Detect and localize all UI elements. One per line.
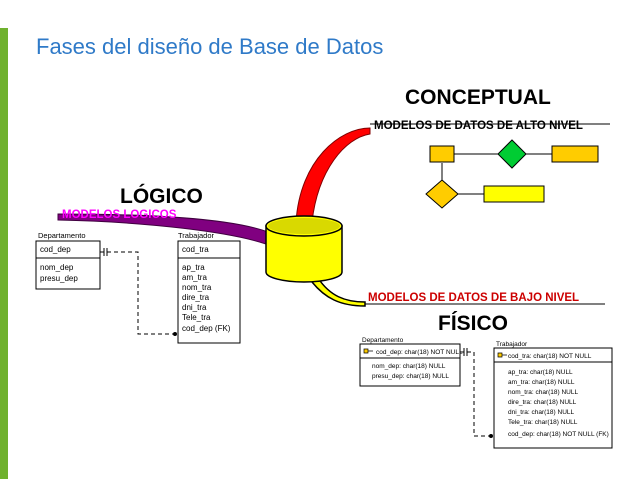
accent-bar <box>0 28 8 479</box>
table-key: cod_tra <box>182 245 209 254</box>
table-field: ap_tra: char(18) NULL <box>508 369 573 376</box>
table-field: dire_tra: char(18) NULL <box>508 399 577 406</box>
table-field: ap_tra <box>182 263 205 272</box>
table-field: am_tra <box>182 273 207 282</box>
logico-trabajador-table: Trabajador cod_tra ap_tra am_tra nom_tra… <box>177 231 241 344</box>
fisico-subheading: MODELOS DE DATOS DE BAJO NIVEL <box>368 292 579 304</box>
top-band <box>0 0 638 28</box>
fisico-connector <box>310 276 366 307</box>
fisico-relationship-line <box>460 348 494 438</box>
table-field: Tele_tra: char(18) NULL <box>508 419 578 426</box>
table-field: nom_tra <box>182 283 212 292</box>
table-field: cod_dep (FK) <box>182 324 231 333</box>
logico-subheading: MODELOS LOGICOS <box>62 209 177 221</box>
table-field: dire_tra <box>182 293 210 302</box>
entity-box <box>483 185 545 203</box>
conceptual-er-diagram <box>425 139 599 209</box>
database-cylinder <box>265 215 343 283</box>
fisico-heading: FÍSICO <box>438 312 508 335</box>
table-field: Tele_tra <box>182 313 211 322</box>
entity-box <box>551 145 599 163</box>
logico-heading: LÓGICO <box>120 184 203 208</box>
table-field: nom_dep: char(18) NULL <box>372 363 446 370</box>
table-key: cod_dep <box>40 245 71 254</box>
table-field: dni_tra: char(18) NULL <box>508 409 574 416</box>
table-name: Trabajador <box>178 231 214 240</box>
table-field: nom_dep <box>40 263 74 272</box>
table-field: nom_tra: char(18) NULL <box>508 389 578 396</box>
table-field: cod_dep: char(18) NOT NULL (FK) <box>508 431 609 438</box>
logico-relationship-line <box>100 248 178 336</box>
conceptual-connector <box>295 127 371 223</box>
key-icon <box>363 348 373 354</box>
table-key: cod_tra: char(18) NOT NULL <box>508 353 592 360</box>
relationship-diamond <box>425 179 459 209</box>
table-name: Departamento <box>38 231 86 240</box>
relationship-diamond <box>497 139 527 169</box>
table-field: dni_tra <box>182 303 207 312</box>
table-name: Departamento <box>362 337 404 344</box>
table-field: am_tra: char(18) NULL <box>508 379 575 386</box>
table-name: Trabajador <box>496 341 528 348</box>
entity-box <box>429 145 455 163</box>
table-key: cod_dep: char(18) NOT NULL <box>376 349 463 356</box>
conceptual-subheading: MODELOS DE DATOS DE ALTO NIVEL <box>374 120 583 132</box>
fisico-trabajador-table: Trabajador cod_tra: char(18) NOT NULL ap… <box>493 341 613 449</box>
table-field: presu_dep <box>40 274 78 283</box>
fisico-departamento-table: Departamento cod_dep: char(18) NOT NULL … <box>359 337 463 387</box>
slide-title: Fases del diseño de Base de Datos <box>36 34 384 59</box>
key-icon <box>497 352 507 358</box>
logico-departamento-table: Departamento cod_dep nom_dep presu_dep <box>35 231 101 290</box>
conceptual-heading: CONCEPTUAL <box>405 86 551 109</box>
table-field: presu_dep: char(18) NULL <box>372 373 449 380</box>
